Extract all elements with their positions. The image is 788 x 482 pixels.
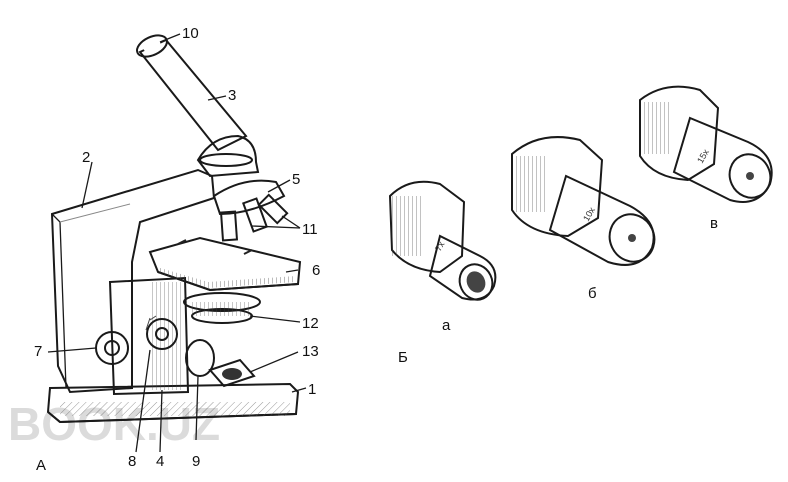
tube-head bbox=[196, 134, 260, 178]
revolving-nosepiece bbox=[212, 179, 286, 216]
callout-6: 6 bbox=[312, 262, 320, 279]
objective-right bbox=[257, 193, 289, 225]
microscope-arm bbox=[50, 168, 216, 394]
eyepiece-a-label: а bbox=[442, 317, 451, 334]
eyepiece-c-engraving: 15x bbox=[695, 147, 711, 165]
callout-leaders bbox=[47, 33, 307, 453]
eyepiece-a-engraving: 7x bbox=[433, 239, 447, 253]
callout-8: 8 bbox=[128, 453, 136, 470]
callout-7: 7 bbox=[34, 343, 42, 360]
callout-2: 2 bbox=[82, 149, 90, 166]
eyepiece-a: 7x bbox=[388, 180, 497, 301]
focus-housing bbox=[108, 276, 190, 396]
callout-12: 12 bbox=[302, 315, 319, 332]
callout-3: 3 bbox=[228, 87, 236, 104]
callout-11: 11 bbox=[302, 221, 318, 238]
fine-focus-knob bbox=[146, 318, 178, 350]
eyepieces-figure: 7x а 10x б 15x в Б bbox=[388, 85, 773, 366]
eyepiece-c-label: в bbox=[710, 215, 718, 232]
microscope-drawing bbox=[46, 34, 302, 424]
callout-13: 13 bbox=[302, 343, 319, 360]
mirror-holder bbox=[208, 358, 256, 388]
panel-label-b: Б bbox=[398, 349, 408, 366]
eyepiece-b: 10x bbox=[511, 136, 656, 266]
objective-left bbox=[219, 210, 239, 242]
eyepiece-b-label: б bbox=[588, 285, 597, 302]
mirror bbox=[185, 339, 215, 377]
panel-label-a: А bbox=[36, 457, 46, 474]
callout-5: 5 bbox=[292, 171, 300, 188]
callout-4: 4 bbox=[156, 453, 164, 470]
callout-9: 9 bbox=[192, 453, 200, 470]
callout-1: 1 bbox=[308, 381, 316, 398]
eyepiece-c: 15x bbox=[639, 85, 773, 203]
callout-10: 10 bbox=[182, 25, 199, 42]
callout-labels: 10 3 2 5 11 6 12 13 1 7 8 4 9 А bbox=[34, 25, 320, 474]
objective-middle bbox=[242, 197, 268, 233]
